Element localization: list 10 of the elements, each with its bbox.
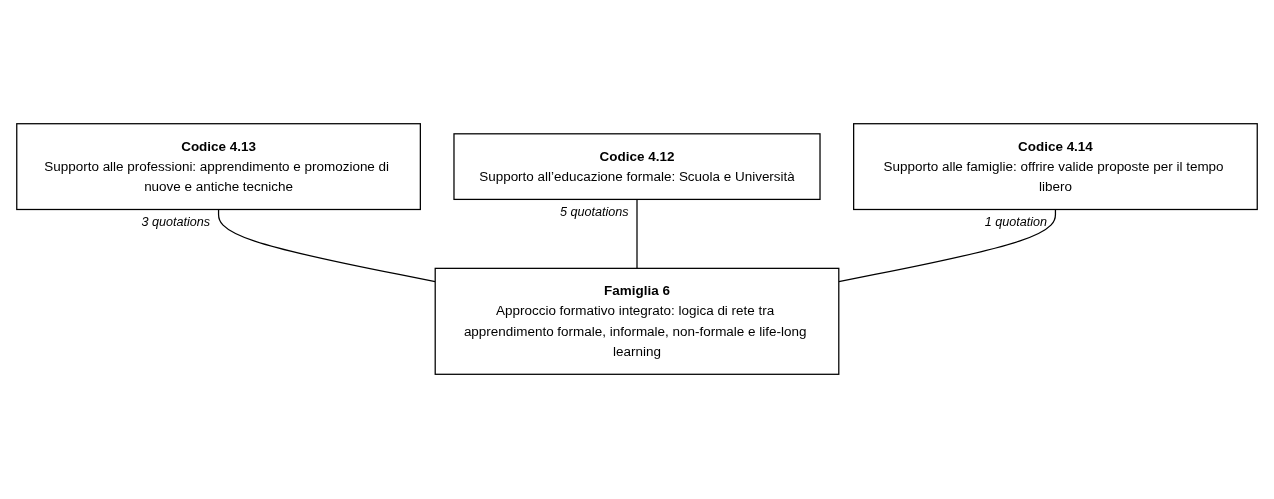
connector [838,209,1057,283]
node-box: Codice 4.12 Supporto all’educazione formale: Scuola e Università [453,133,821,201]
quotation-count: 1 quotation [984,215,1048,230]
connector [636,199,638,270]
quotation-count: 5 quotations [559,205,629,220]
node-box: Codice 4.13 Supporto alle professioni: apprendimento e promozione di nuove e antiche tecniche [16,123,421,211]
quotation-count: 3 quotations [141,215,211,230]
node-box: Codice 4.14 Supporto alle famiglie: offrire valide proposte per il tempo libero [853,123,1258,211]
node-box: Famiglia 6 Approccio formativo integrato: logica di rete tra apprendimento formale, informale, non-formale e life-long learning [434,268,840,376]
connector [217,209,436,283]
